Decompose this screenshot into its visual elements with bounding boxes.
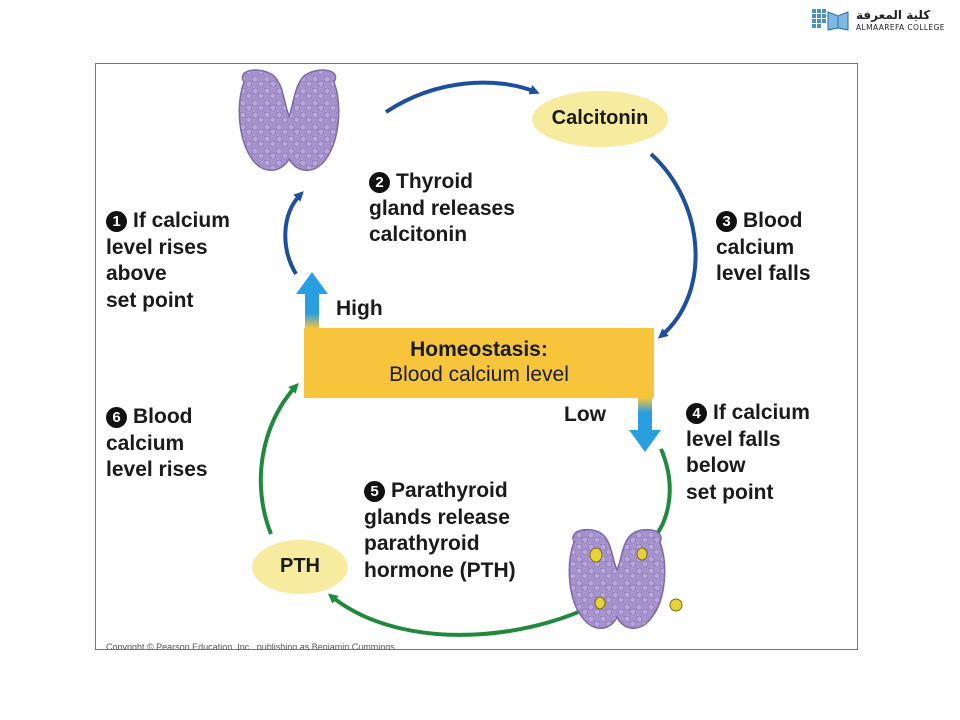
parathyroid-glands-icon [568,528,683,629]
step-5-number: 5 [364,481,385,502]
low-arrow-icon [629,398,661,452]
arrow-parathyroid-to-pth [327,593,597,637]
pth-label: PTH [280,555,320,577]
logo-arabic-text: كلية المعرفة [856,8,931,22]
homeostasis-subtitle: Blood calcium level [389,363,569,386]
homeostasis-title: Homeostasis: [410,338,548,361]
arrow-pth-to-homeostasis [258,383,299,535]
arrow-high-to-thyroid [283,191,304,276]
step-4-number: 4 [686,403,707,424]
step-2-number: 2 [369,172,390,193]
high-label: High [336,297,383,320]
arrow-low-to-parathyroid [648,448,672,546]
calcitonin-label: Calcitonin [551,107,649,129]
arrow-thyroid-to-calcitonin [384,80,540,114]
logo-english-text: ALMAAREFA COLLEGE [856,23,945,32]
homeostasis-box: Homeostasis: Blood calcium level [304,328,654,398]
thyroid-gland-icon [238,69,340,171]
calcitonin-oval [532,91,668,147]
college-logo-icon [812,9,849,31]
low-label: Low [564,403,606,426]
almaarefa-logo: كلية المعرفة ALMAAREFA COLLEGE [812,6,952,34]
copyright-text: Copyright © Pearson Education, Inc., pub… [106,642,395,650]
high-arrow-icon [296,272,328,328]
arrow-calcitonin-to-homeostasis [649,152,698,339]
diagram-graphics [238,69,698,637]
step-1-number: 1 [106,211,127,232]
pth-oval [252,540,348,594]
diagram-frame: Calcitonin PTH Homeostasis: Blood calciu… [95,63,858,650]
step-6-number: 6 [106,407,127,428]
step-3-number: 3 [716,211,737,232]
